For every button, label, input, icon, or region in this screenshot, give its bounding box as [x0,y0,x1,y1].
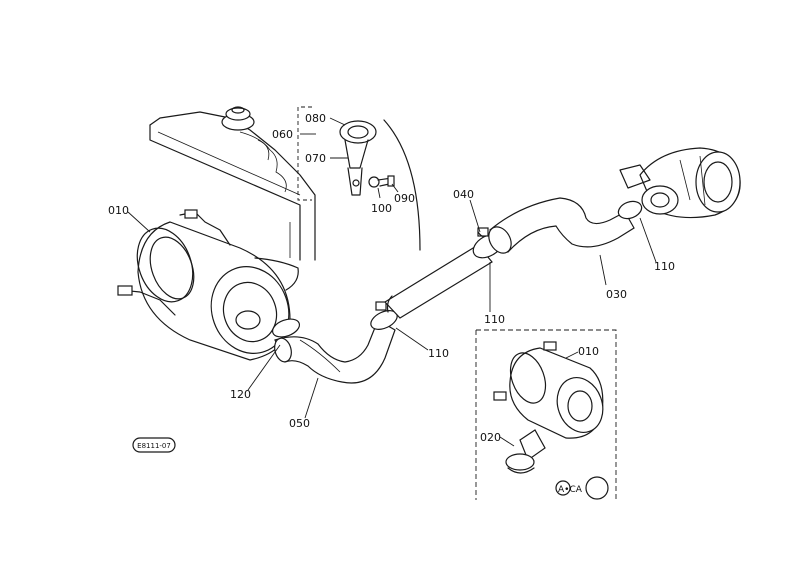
drawing-code-text: E8111-07 [137,442,171,450]
label-070: 070 [305,152,326,165]
label-060: 060 [272,128,293,141]
drawing-code-stamp: E8111-07 [132,437,176,453]
label-090: 090 [394,192,415,205]
inset-code: A•CA [558,485,583,495]
label-040: 040 [453,188,474,201]
air-cleaner [117,209,299,361]
turbocharger [619,147,741,219]
label-030: 030 [606,288,627,301]
label-080: 080 [305,112,326,125]
bracket-group [297,106,421,251]
label-110-middle: 110 [484,313,505,326]
inset-box [475,329,617,500]
label-010: 010 [108,204,129,217]
label-110-right: 110 [654,260,675,273]
label-110-left: 110 [428,347,449,360]
label-100: 100 [371,202,392,215]
pipe-030 [488,197,643,254]
leader-lines [127,117,657,447]
label-120: 120 [230,388,251,401]
label-050: 050 [289,417,310,430]
label-010-inset: 010 [578,345,599,358]
label-020: 020 [480,431,501,444]
pipe-040 [384,227,504,319]
radiator [149,106,316,261]
